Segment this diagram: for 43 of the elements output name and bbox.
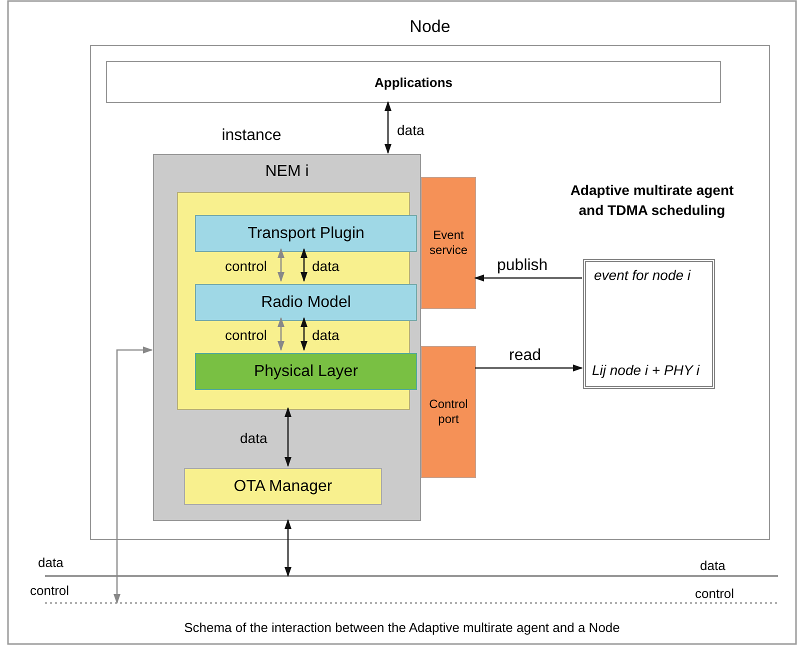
agent-heading: Adaptive multirate agent and TDMA scheduling <box>569 181 735 220</box>
layer-block <box>184 468 382 505</box>
panel-title: NEM i <box>264 163 310 181</box>
layer-block <box>195 215 417 252</box>
block-label: Transport Plugin <box>248 224 364 242</box>
applications-bar <box>106 61 721 103</box>
edge-label: data <box>240 430 268 446</box>
block-label: Physical Layer <box>254 362 358 380</box>
bus-label: data <box>700 558 726 574</box>
edge-label: data <box>397 122 424 138</box>
arrow <box>278 317 284 351</box>
bus-label: control <box>30 583 70 599</box>
panel-heading: instance <box>220 127 282 145</box>
arrow <box>300 317 308 351</box>
arrow <box>384 101 392 154</box>
block-label: Control port <box>428 397 469 427</box>
arrow <box>474 274 582 282</box>
arrow <box>300 248 308 282</box>
block-label: Radio Model <box>261 294 351 312</box>
bus-label: control <box>695 586 734 602</box>
arrow <box>278 248 284 282</box>
agent-text: Lij node i + PHY i <box>592 362 700 378</box>
block-label: OTA Manager <box>234 478 332 496</box>
block-label: Event service <box>428 228 468 258</box>
edge-label: data <box>312 327 340 343</box>
service-block <box>421 177 476 309</box>
layer-block <box>195 284 417 321</box>
agent-text: event for node i <box>594 267 691 283</box>
arrow <box>475 364 583 372</box>
edge-label: control <box>225 258 268 274</box>
arrow <box>114 346 153 604</box>
arrow <box>284 519 292 577</box>
caption: Schema of the interaction between the Adaptive multirate agent and a Node <box>183 620 621 635</box>
edge-label: data <box>312 258 340 274</box>
bar-label: Applications <box>374 74 452 90</box>
edge-label: control <box>225 327 268 343</box>
edge-label: publish <box>497 258 548 274</box>
frame-title: Node <box>408 17 452 37</box>
service-block <box>421 346 476 478</box>
bus-label: data <box>38 555 64 571</box>
edge-label: read <box>509 348 542 364</box>
arrow <box>284 407 292 467</box>
layer-block <box>195 353 417 390</box>
